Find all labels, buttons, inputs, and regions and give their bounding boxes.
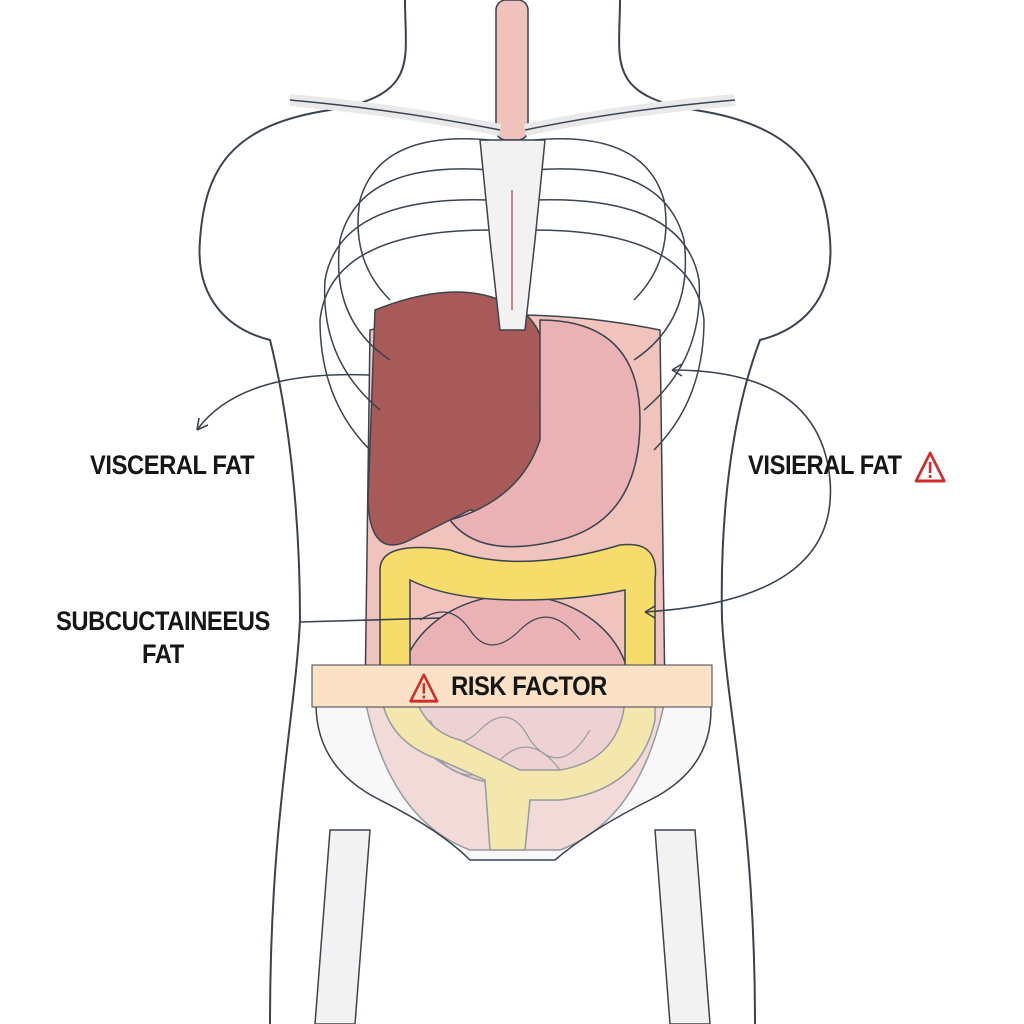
label-visceral-fat-right-text: VISIERAL FAT <box>748 450 902 480</box>
pointer-visceral-right <box>644 369 832 613</box>
clavicle-left <box>289 94 502 136</box>
esophagus <box>495 0 529 141</box>
femur-left <box>314 829 371 1024</box>
label-visceral-fat-right: VISIERAL FAT <box>748 449 946 484</box>
femur-right <box>654 829 711 1024</box>
label-subcutaneous-fat: SUBCUCTAINEEUS FAT <box>56 605 270 671</box>
pointer-subcutaneous <box>299 617 441 623</box>
pointer-visceral-left <box>196 373 371 431</box>
label-visceral-fat-left: VISCERAL FAT <box>90 450 255 480</box>
warning-icon <box>409 673 439 703</box>
warning-icon <box>914 451 946 483</box>
label-risk-factor-text: RISK FACTOR <box>451 671 607 701</box>
label-risk-factor: RISK FACTOR <box>408 670 607 704</box>
risk-factor-band <box>311 664 713 708</box>
clavicle-right <box>523 94 736 136</box>
stomach <box>448 319 641 548</box>
label-subcutaneous-line1: SUBCUCTAINEEUS <box>56 606 270 636</box>
pelvis <box>315 669 712 861</box>
label-subcutaneous-line2: FAT <box>142 639 184 669</box>
